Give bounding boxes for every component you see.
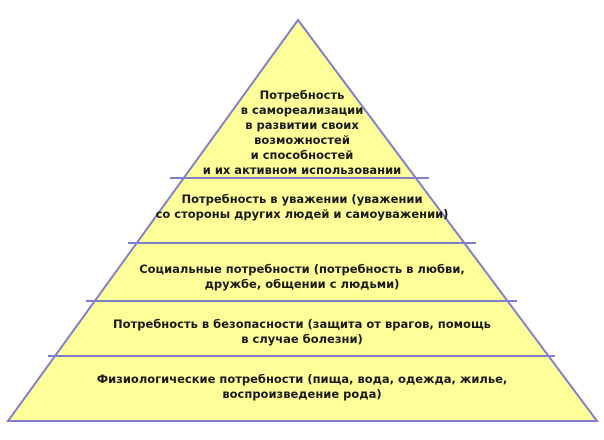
- level-line: в развитии своих: [245, 118, 359, 132]
- level-line: Социальные потребности (потребность в лю…: [139, 262, 465, 276]
- level-line: в случае болезни): [241, 332, 363, 346]
- level-safety: Потребность в безопасности (защита от вр…: [0, 317, 604, 347]
- level-line: дружбе, общении с людьми): [204, 277, 400, 291]
- level-line: в самореализации: [240, 103, 364, 117]
- level-line: Физиологические потребности (пища, вода,…: [96, 372, 508, 386]
- level-line: и способностей: [250, 148, 354, 162]
- level-line: возможностей: [254, 133, 350, 147]
- level-line: Потребность в безопасности (защита от вр…: [113, 317, 491, 331]
- pyramid-triangle: [6, 18, 599, 422]
- level-line: воспроизведение рода): [222, 387, 382, 401]
- level-social: Социальные потребности (потребность в лю…: [0, 262, 604, 292]
- level-physiological: Физиологические потребности (пища, вода,…: [0, 372, 604, 402]
- level-self-actualization: Потребность в самореализации в развитии …: [0, 88, 604, 178]
- level-esteem: Потребность в уважении (уважении со стор…: [0, 192, 604, 222]
- level-line: Потребность в уважении (уважении: [181, 192, 423, 206]
- level-line: и их активном использовании: [202, 163, 402, 177]
- level-line: Потребность: [259, 88, 345, 102]
- level-line: со стороны других людей и самоуважении): [155, 207, 449, 221]
